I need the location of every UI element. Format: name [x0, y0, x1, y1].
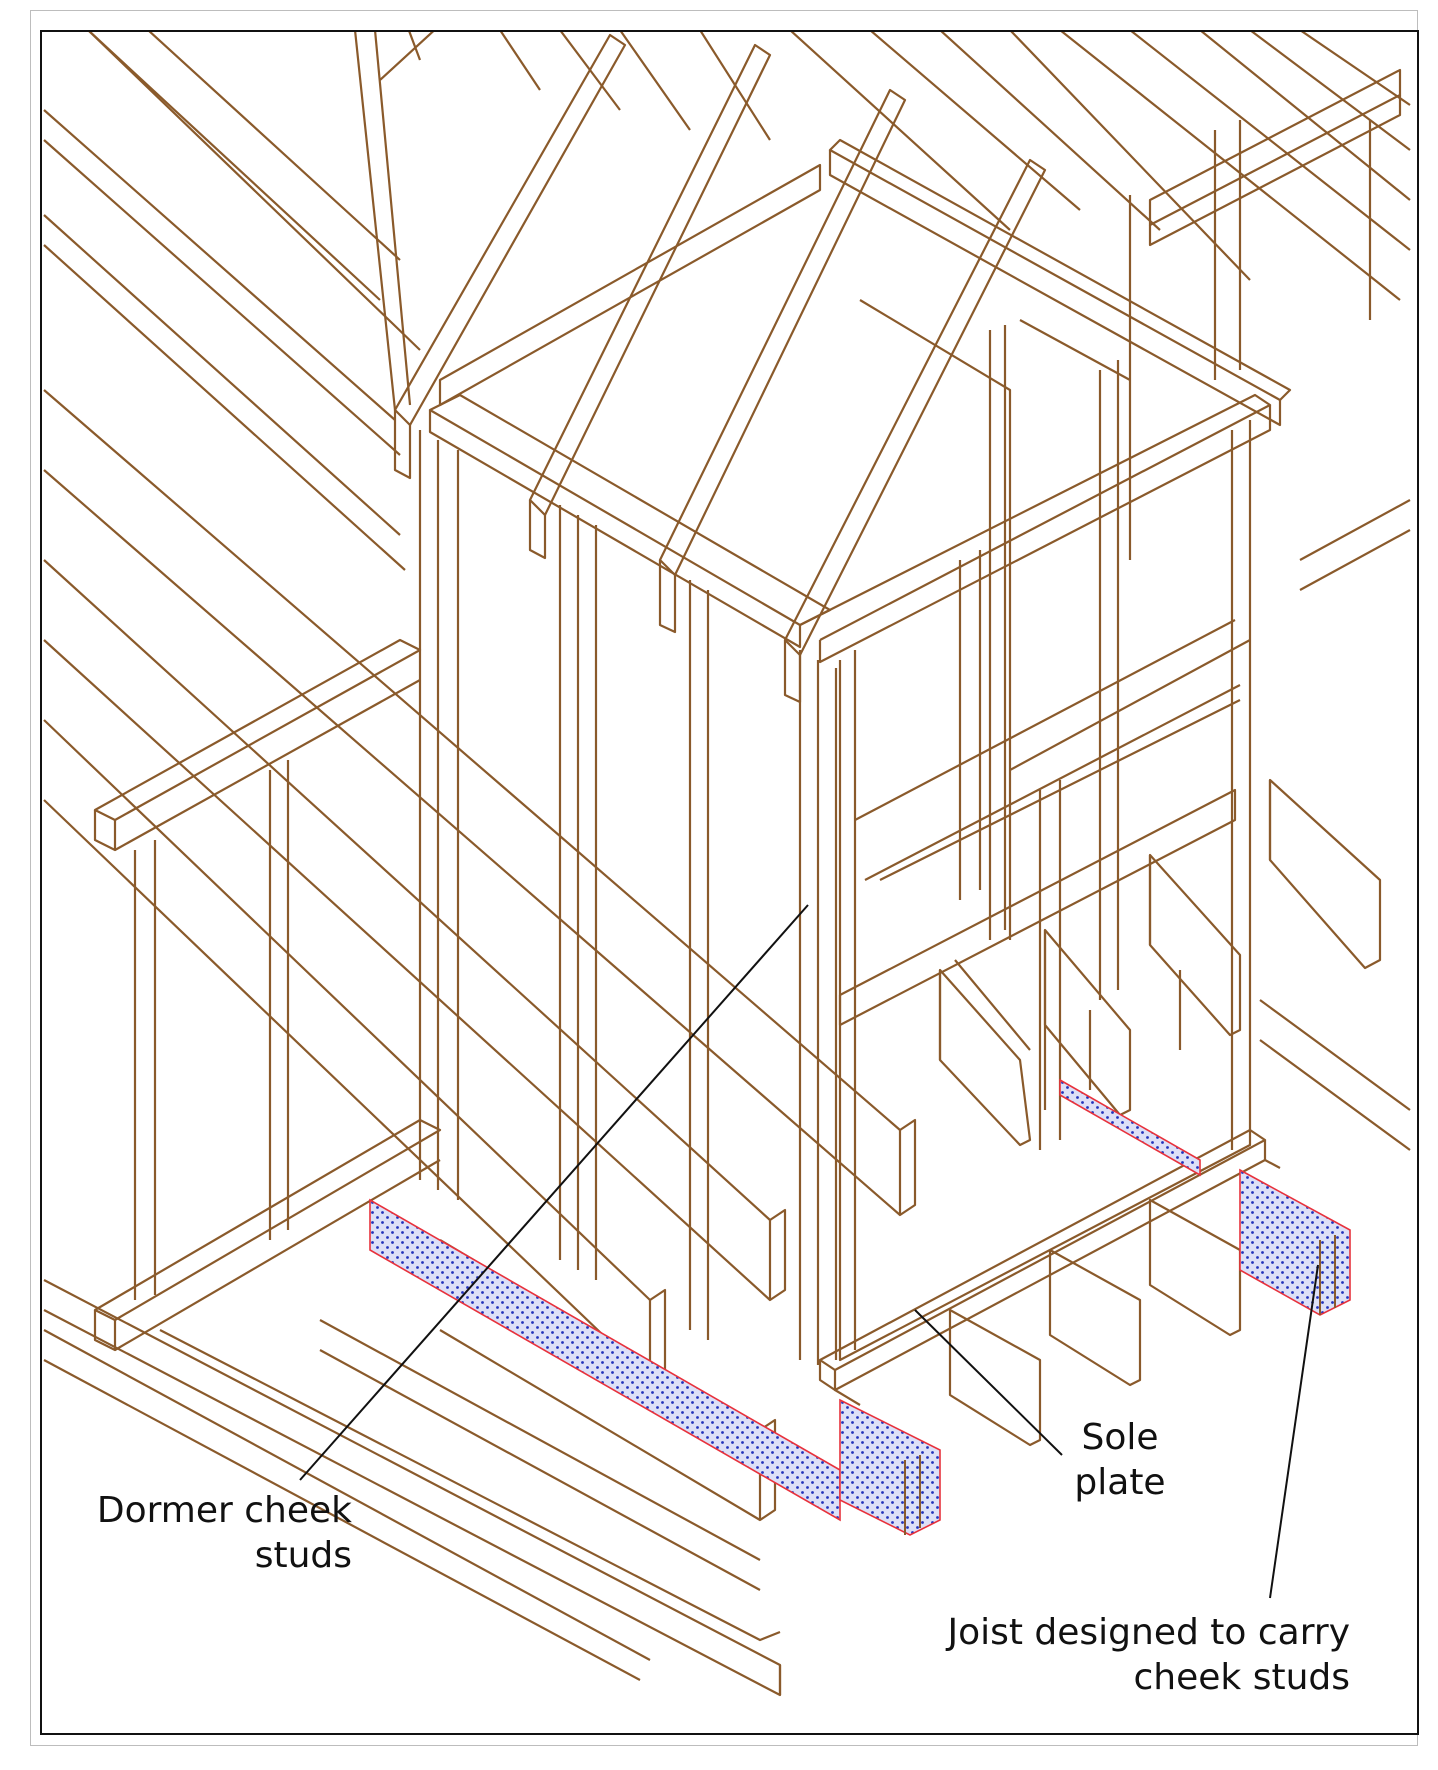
label-line: studs	[254, 1535, 352, 1576]
leader-joist	[1269, 1264, 1319, 1599]
dormer-side-top-plate	[428, 393, 1272, 664]
dormer-front-frame	[838, 299, 1252, 1362]
sole-plate	[818, 1128, 1281, 1406]
label-line: Dormer cheek	[96, 1490, 352, 1531]
left-wall-plate	[93, 638, 442, 1352]
leader-sole-plate	[914, 1309, 1063, 1456]
cripple-studs	[938, 853, 1242, 1147]
highlighted-joist-left	[369, 1198, 941, 1536]
leader-cheek-studs	[299, 904, 809, 1481]
label-line: plate	[1074, 1462, 1166, 1503]
label-sole-plate: Sole plate	[1040, 1415, 1200, 1505]
label-dormer-cheek-studs: Dormer cheek studs	[92, 1488, 352, 1578]
highlighted-joist-right	[1059, 1078, 1351, 1316]
purlin	[1128, 68, 1402, 560]
dormer-rafters	[354, 32, 1047, 704]
main-roof-rafters	[43, 389, 917, 1382]
right-plate	[1259, 499, 1411, 1151]
drawing-border	[40, 30, 1419, 1735]
label-line: Sole	[1081, 1417, 1159, 1458]
dormer-cheek-studs	[418, 430, 838, 1365]
label-line: cheek studs	[1133, 1657, 1351, 1698]
label-line: Joist designed to carry	[947, 1612, 1350, 1653]
label-joist: Joist designed to carry cheek studs	[890, 1610, 1350, 1700]
